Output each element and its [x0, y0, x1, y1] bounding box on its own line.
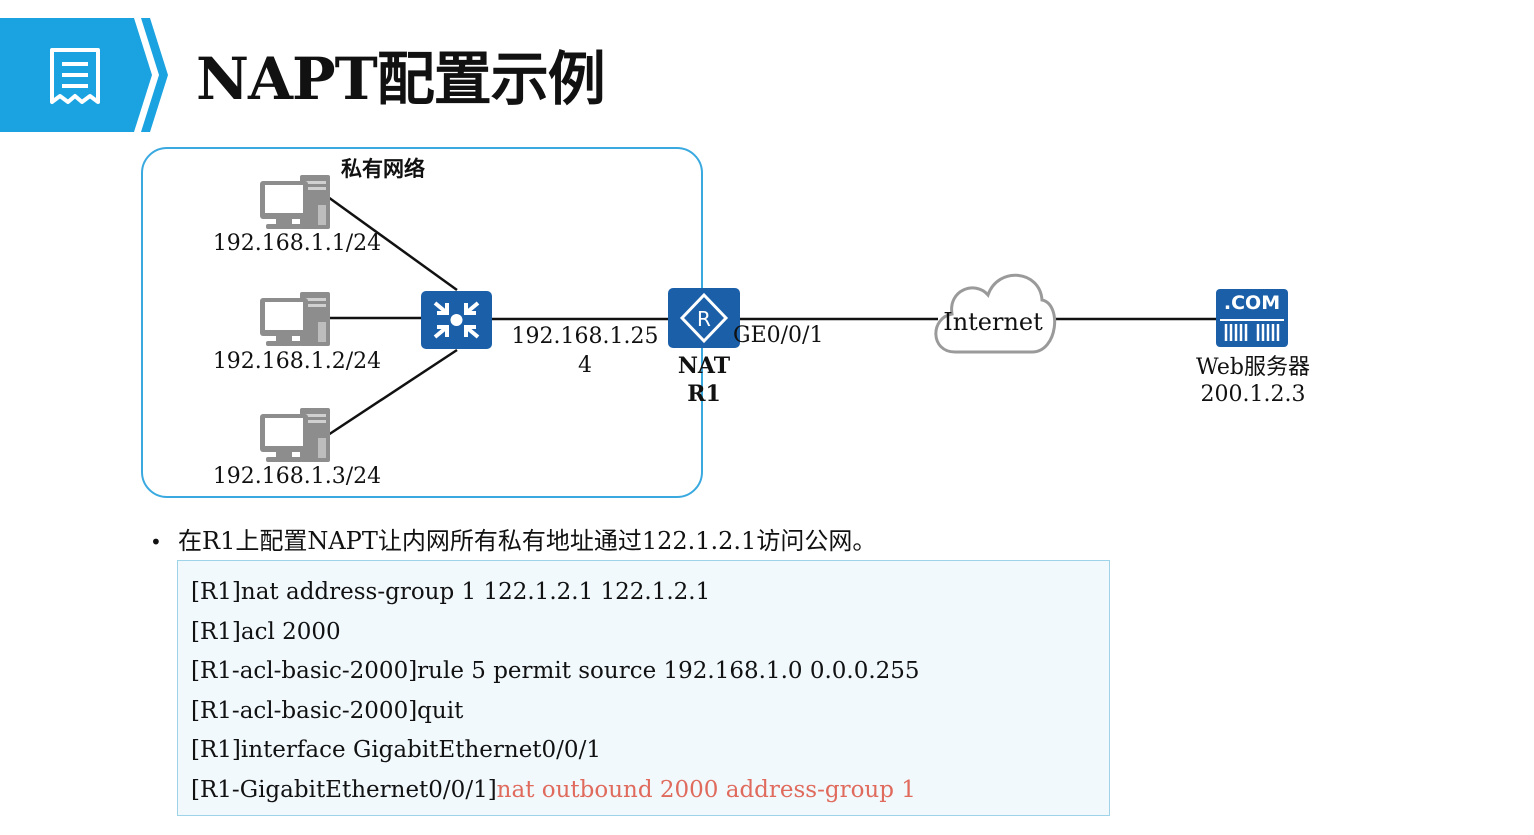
host-2-ip-label: 192.168.1.2/24	[212, 349, 382, 374]
pc-icon	[260, 408, 330, 462]
link-pc1-switch	[327, 195, 458, 292]
bullet-item: • 在R1上配置NAPT让内网所有私有地址通过122.1.2.1访问公网。	[150, 521, 876, 556]
web-server-icon	[1216, 289, 1288, 347]
host-3-ip-label: 192.168.1.3/24	[212, 464, 382, 489]
pc-icon	[260, 175, 330, 229]
code-line: [R1]nat address-group 1 122.1.2.1 122.1.…	[191, 573, 1109, 613]
internet-label: Internet	[943, 308, 1043, 336]
code-text: [R1-acl-basic-2000]quit	[191, 697, 464, 724]
pc-icon	[260, 292, 330, 346]
switch-uplink-ip-label: 192.168.1.254	[511, 324, 659, 378]
code-highlight: nat outbound 2000 address-group 1	[496, 776, 916, 803]
bullet-dot: •	[150, 530, 162, 554]
router-nat-label: NAT	[677, 353, 731, 379]
code-line: [R1]interface GigabitEthernet0/0/1	[191, 731, 1109, 771]
code-line: [R1]acl 2000	[191, 613, 1109, 653]
document-icon	[50, 48, 100, 104]
bullet-text: 在R1上配置NAPT让内网所有私有地址通过122.1.2.1访问公网。	[178, 527, 877, 555]
web-server-name-label: Web服务器	[1196, 355, 1310, 380]
web-server-ip-label: 200.1.2.3	[1200, 382, 1306, 407]
code-line: [R1-GigabitEthernet0/0/1]nat outbound 20…	[191, 771, 1109, 811]
router-interface-label: GE0/0/1	[733, 323, 824, 348]
svg-text:R: R	[697, 307, 711, 331]
title-tab	[0, 18, 168, 132]
link-pc3-switch	[327, 348, 458, 437]
web-server-icon-text: .COM	[1223, 292, 1281, 314]
code-text: [R1-acl-basic-2000]rule 5 permit source …	[191, 658, 920, 685]
router-icon: R	[668, 288, 740, 348]
cloud-icon	[934, 273, 1057, 354]
code-text: [R1]interface GigabitEthernet0/0/1	[191, 737, 601, 764]
code-text: [R1]nat address-group 1 122.1.2.1 122.1.…	[191, 579, 711, 605]
code-line: [R1-acl-basic-2000]rule 5 permit source …	[191, 652, 1109, 692]
code-text: [R1-GigabitEthernet0/0/1]	[191, 776, 497, 803]
private-network-label: 私有网络	[341, 157, 425, 181]
page-title: NAPT配置示例	[196, 45, 606, 113]
code-text: [R1]acl 2000	[191, 618, 341, 645]
code-line: [R1-acl-basic-2000]quit	[191, 692, 1109, 732]
router-name-label: R1	[687, 381, 721, 407]
host-1-ip-label: 192.168.1.1/24	[212, 231, 382, 256]
config-code-block: [R1]nat address-group 1 122.1.2.1 122.1.…	[177, 560, 1110, 816]
switch-icon	[421, 291, 492, 349]
